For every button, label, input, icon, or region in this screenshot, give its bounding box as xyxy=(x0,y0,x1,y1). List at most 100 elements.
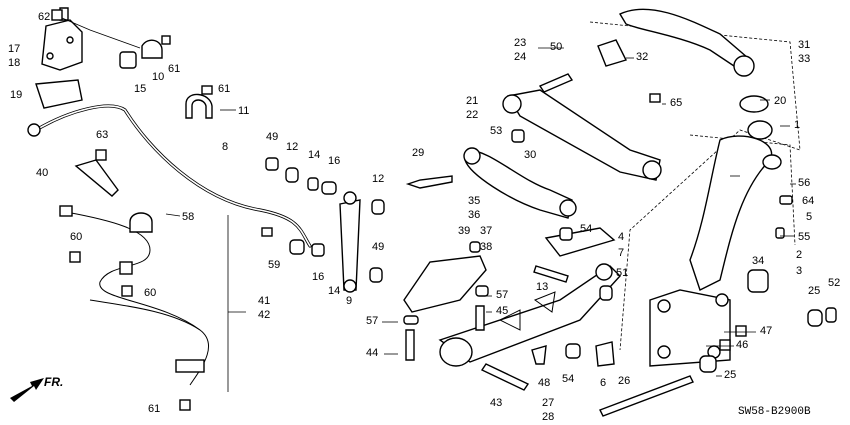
callout[interactable]: 50 xyxy=(550,41,563,53)
knuckle xyxy=(689,95,782,293)
callout[interactable]: 39 xyxy=(458,225,471,237)
bushing-58 xyxy=(129,212,153,233)
callout[interactable]: 16 xyxy=(312,271,325,283)
callout[interactable]: 59 xyxy=(268,259,281,271)
bracket-plate xyxy=(35,79,83,109)
callout[interactable]: 60 xyxy=(144,287,157,299)
callout[interactable]: 6 xyxy=(600,377,607,389)
callout[interactable]: 35 xyxy=(468,195,481,207)
callout[interactable]: 56 xyxy=(798,177,811,189)
sensor-harness xyxy=(59,205,210,386)
group-boundary-lines xyxy=(227,21,801,392)
callout[interactable]: 61 xyxy=(168,63,181,75)
bolt-13 xyxy=(533,265,569,283)
callout[interactable]: 1 xyxy=(794,119,801,131)
callout[interactable]: 30 xyxy=(524,149,537,161)
callout[interactable]: 12 xyxy=(286,141,299,153)
callout[interactable]: 14 xyxy=(308,149,321,161)
callout[interactable]: 9 xyxy=(346,295,353,307)
bolt-63 xyxy=(95,149,107,161)
callout[interactable]: 3 xyxy=(796,265,803,277)
stabilizer-link-parts xyxy=(261,157,385,293)
callout[interactable]: 60 xyxy=(70,231,83,243)
callout[interactable]: 16 xyxy=(328,155,341,167)
callout[interactable]: 4 xyxy=(618,231,625,243)
callout[interactable]: 51 xyxy=(616,267,629,279)
bolt-26 xyxy=(599,375,694,417)
stabilizer-bar xyxy=(27,104,312,248)
callout[interactable]: 21 xyxy=(466,95,479,107)
callout[interactable]: 11 xyxy=(238,105,250,117)
callout[interactable]: 33 xyxy=(798,53,811,65)
upper-control-arm xyxy=(597,8,755,77)
callout[interactable]: 22 xyxy=(466,109,479,121)
callout[interactable]: 20 xyxy=(774,95,787,107)
bolt-61-head xyxy=(201,85,213,95)
callout[interactable]: 38 xyxy=(480,241,493,253)
callout[interactable]: 61 xyxy=(148,403,161,415)
compensator-arm xyxy=(403,255,487,313)
callout[interactable]: 5 xyxy=(806,211,813,223)
callout[interactable]: 27 xyxy=(542,397,555,409)
callout[interactable]: 57 xyxy=(366,315,379,327)
callout[interactable]: 63 xyxy=(96,129,109,141)
callout[interactable]: 17 xyxy=(8,43,21,55)
callout[interactable]: 8 xyxy=(222,141,229,153)
callout[interactable]: 55 xyxy=(798,231,811,243)
callout[interactable]: 57 xyxy=(496,289,509,301)
callout[interactable]: 45 xyxy=(496,305,509,317)
callout[interactable]: 2 xyxy=(796,249,803,261)
callout[interactable]: 40 xyxy=(36,167,49,179)
callout[interactable]: 31 xyxy=(798,39,811,51)
callout[interactable]: 61 xyxy=(218,83,231,95)
bracket-40 xyxy=(74,159,119,197)
callout[interactable]: 29 xyxy=(412,147,425,159)
callout[interactable]: 36 xyxy=(468,209,481,221)
callout[interactable]: 52 xyxy=(828,277,841,289)
callout[interactable]: 53 xyxy=(490,125,503,137)
callout[interactable]: 10 xyxy=(152,71,165,83)
callout[interactable]: 37 xyxy=(480,225,493,237)
callout[interactable]: 7 xyxy=(618,247,625,259)
knuckle-lower-plate xyxy=(649,289,731,367)
direction-label: FR. xyxy=(44,375,64,389)
callout[interactable]: 42 xyxy=(258,309,271,321)
callout[interactable]: 15 xyxy=(134,83,147,95)
callout[interactable]: 47 xyxy=(760,325,773,337)
callout[interactable]: 24 xyxy=(514,51,527,63)
front-direction-arrow xyxy=(10,378,44,402)
small-hardware xyxy=(51,9,837,411)
bolt-45 xyxy=(475,305,485,331)
callout[interactable]: 49 xyxy=(266,131,279,143)
callout[interactable]: 19 xyxy=(10,89,23,101)
callout[interactable]: 54 xyxy=(562,373,575,385)
bolt-48 xyxy=(531,345,547,365)
callout[interactable]: 43 xyxy=(490,397,503,409)
callout[interactable]: 34 xyxy=(752,255,765,267)
callout[interactable]: 49 xyxy=(372,241,385,253)
bushing-clamp-top xyxy=(119,35,171,69)
callout[interactable]: 25 xyxy=(724,369,737,381)
callout[interactable]: 54 xyxy=(580,223,593,235)
callout[interactable]: 28 xyxy=(542,411,555,423)
callout[interactable]: 48 xyxy=(538,377,551,389)
callout[interactable]: 25 xyxy=(808,285,821,297)
callout[interactable]: 13 xyxy=(536,281,549,293)
callout[interactable]: 32 xyxy=(636,51,649,63)
callout[interactable]: 12 xyxy=(372,173,385,185)
callout[interactable]: 14 xyxy=(328,285,341,297)
callout[interactable]: 58 xyxy=(182,211,195,223)
callout[interactable]: 44 xyxy=(366,347,379,359)
callout[interactable]: 18 xyxy=(8,57,21,69)
callout[interactable]: 23 xyxy=(514,37,527,49)
callout[interactable]: 65 xyxy=(670,97,683,109)
callout[interactable]: 46 xyxy=(736,339,749,351)
callout[interactable]: 41 xyxy=(258,295,271,307)
callout[interactable]: 26 xyxy=(618,375,631,387)
callout[interactable]: 62 xyxy=(38,11,51,23)
upper-arm-b xyxy=(502,89,662,181)
upper-arm-a xyxy=(463,147,577,219)
callout[interactable]: 64 xyxy=(802,195,815,207)
